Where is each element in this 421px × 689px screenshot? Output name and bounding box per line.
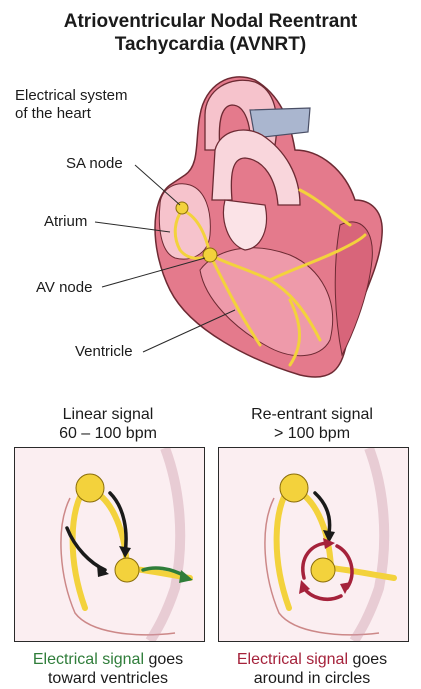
linear-panel-title: Linear signal 60 – 100 bpm <box>8 405 208 443</box>
title-line-2: Tachycardia (AVNRT) <box>114 34 307 55</box>
right-atrium <box>158 183 211 260</box>
sa-node-label: SA node <box>66 155 123 172</box>
chamber-outline <box>60 497 176 636</box>
linear-signal-illustration <box>15 448 204 641</box>
diagram-title: Atrioventricular Nodal Reentrant Tachyca… <box>0 10 421 56</box>
valve-outline <box>222 199 267 251</box>
system-line-2: of the heart <box>15 105 91 122</box>
panel-tissue <box>15 448 204 641</box>
linear-caption-highlight: Electrical signal <box>32 651 144 668</box>
left-ventricle-wall <box>334 221 373 357</box>
linear-caption-line-1: Electrical signal goes <box>3 650 213 669</box>
linear-signal-panel <box>14 447 205 642</box>
linear-caption-rest: goes <box>144 651 184 668</box>
reentrant-caption-rest: goes <box>348 651 388 668</box>
reentrant-caption: Electrical signal goes around in circles <box>207 650 417 688</box>
reentrant-signal-illustration <box>219 448 408 641</box>
leader-lines <box>94 164 236 353</box>
reentrant-caption-line-2: around in circles <box>253 670 371 687</box>
reentrant-caption-line-1: Electrical signal goes <box>207 650 417 669</box>
reentrant-caption-highlight: Electrical signal <box>236 651 348 668</box>
pulmonary-artery <box>211 129 301 206</box>
linear-title-line-2: 60 – 100 bpm <box>59 425 157 442</box>
linear-title-line-1: Linear signal <box>62 406 154 423</box>
linear-caption: Electrical signal goes toward ventricles <box>3 650 213 688</box>
av-node-label: AV node <box>36 279 93 296</box>
chamber-outline <box>264 497 380 636</box>
ventricle-label: Ventricle <box>75 343 133 360</box>
sa-node-dot <box>175 201 189 215</box>
reentrant-title-line-2: > 100 bpm <box>273 425 351 442</box>
reentrant-signal-panel <box>218 447 409 642</box>
atrium-label: Atrium <box>44 213 88 230</box>
heart-illustration <box>94 76 383 378</box>
pulmonary-vein <box>249 107 311 139</box>
reentrant-title-line-1: Re-entrant signal <box>251 406 373 423</box>
system-line-1: Electrical system <box>15 87 128 104</box>
linear-caption-line-2: toward ventricles <box>47 670 169 687</box>
title-line-1: Atrioventricular Nodal Reentrant <box>63 11 358 32</box>
reentrant-panel-title: Re-entrant signal > 100 bpm <box>212 405 412 443</box>
electrical-system-label: Electrical system of the heart <box>15 87 128 123</box>
av-node-dot <box>202 247 218 263</box>
